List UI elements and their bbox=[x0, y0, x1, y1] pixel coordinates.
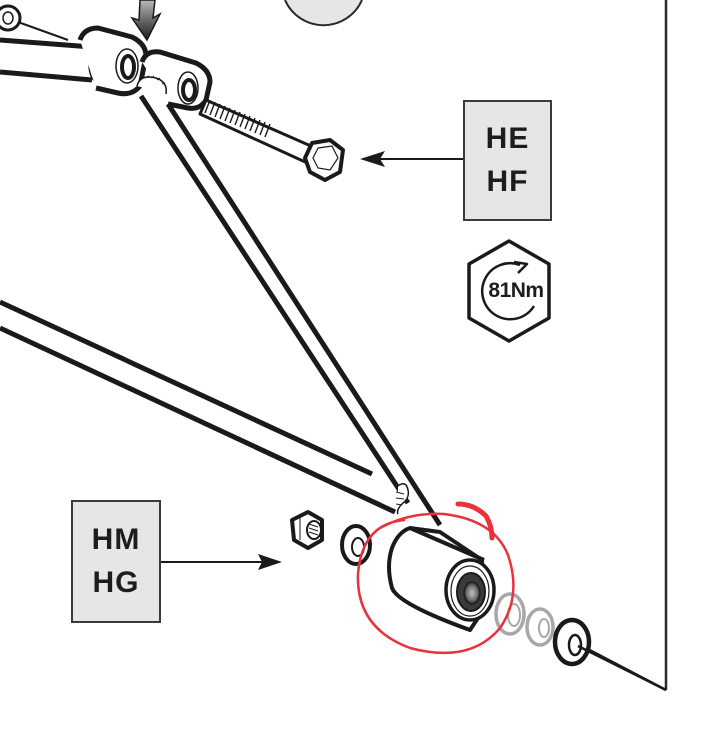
torque-value: 81Nm bbox=[488, 279, 544, 302]
red-highlight-circle bbox=[356, 501, 515, 655]
hex-torque-icon bbox=[467, 239, 551, 343]
upper-arm-eye bbox=[77, 25, 149, 97]
angled-arm bbox=[138, 94, 460, 545]
direction-arrow-icon bbox=[130, 0, 162, 42]
chassis-frame bbox=[579, 0, 668, 692]
top-left-washer bbox=[0, 4, 69, 41]
part-code-hf: HF bbox=[486, 164, 529, 198]
nylock-nut bbox=[290, 510, 324, 550]
lower-left-arm bbox=[0, 299, 410, 515]
bolt bbox=[198, 98, 345, 182]
part-code-he: HE bbox=[485, 122, 530, 156]
part-label-box-upper: HE HF bbox=[463, 100, 552, 221]
end-washer bbox=[552, 617, 667, 692]
bushing bbox=[387, 526, 496, 632]
lower-arm-eye bbox=[136, 49, 213, 111]
part-code-hm: HM bbox=[91, 522, 141, 556]
nut-pointer-arrow bbox=[161, 554, 282, 570]
part-label-box-lower: HM HG bbox=[71, 500, 161, 623]
bolt-pointer-arrow bbox=[360, 151, 463, 167]
part-code-hg: HG bbox=[92, 566, 140, 600]
detail-callout-circle bbox=[284, 0, 363, 27]
washer-front bbox=[340, 524, 372, 566]
